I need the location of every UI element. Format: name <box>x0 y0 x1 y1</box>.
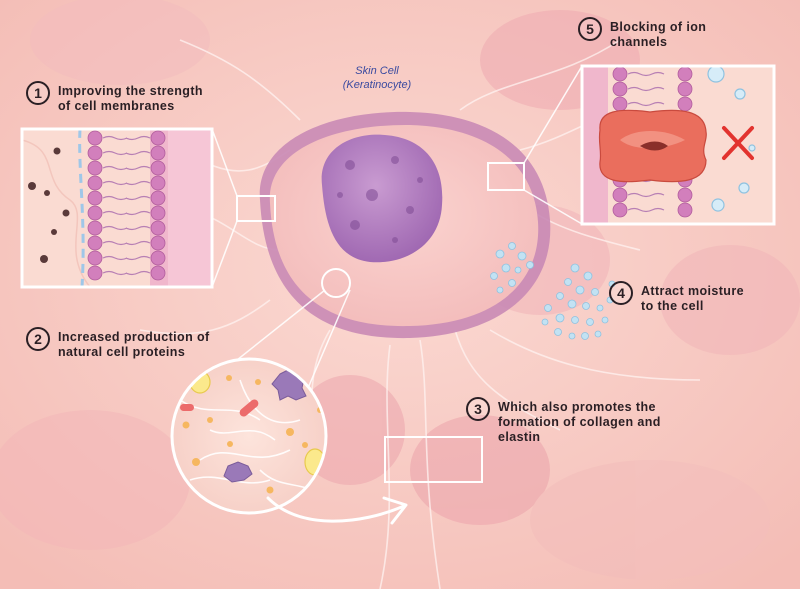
callout-2: 2 Increased production of natural cell p… <box>26 327 210 360</box>
callout-3-text: Which also promotes the formation of col… <box>498 400 661 444</box>
callout-1-text: Improving the strength of cell membranes <box>58 84 203 113</box>
callout-2-number: 2 <box>26 327 50 351</box>
protein-focus-circle <box>321 268 351 298</box>
cell-title-name: Skin Cell <box>355 65 399 77</box>
callout-3-number: 3 <box>466 397 490 421</box>
water-droplets <box>490 242 616 340</box>
callout-5-number: 5 <box>578 17 602 41</box>
callout-4-number: 4 <box>609 281 633 305</box>
cell-title: Skin Cell (Keratinocyte) <box>322 64 432 92</box>
membrane-focus-frame <box>236 195 276 222</box>
callout-5-text: Blocking of ion channels <box>610 20 707 49</box>
arrow-icon <box>266 496 408 525</box>
protein-zoom-circle <box>170 357 328 515</box>
cell-title-type: (Keratinocyte) <box>342 79 412 91</box>
zoom-connectors <box>192 65 583 396</box>
nucleus <box>321 134 443 263</box>
collagen-focus-frame <box>384 436 483 483</box>
callout-1-number: 1 <box>26 81 50 105</box>
callout-5: 5 Blocking of ion channels <box>578 17 706 50</box>
callout-4: 4 Attract moisture to the cell <box>609 281 744 314</box>
ion-channel-zoom-panel <box>580 64 776 226</box>
ion-channel-protein <box>598 109 707 183</box>
callout-4-text: Attract moisture to the cell <box>641 284 744 313</box>
callout-2-text: Increased production of natural cell pro… <box>58 330 210 359</box>
membrane-zoom-panel <box>20 127 214 289</box>
callout-3: 3 Which also promotes the formation of c… <box>466 397 661 445</box>
blocked-x-icon <box>722 126 754 160</box>
callout-1: 1 Improving the strength of cell membran… <box>26 81 203 114</box>
ion-channel-focus-frame <box>487 162 525 191</box>
